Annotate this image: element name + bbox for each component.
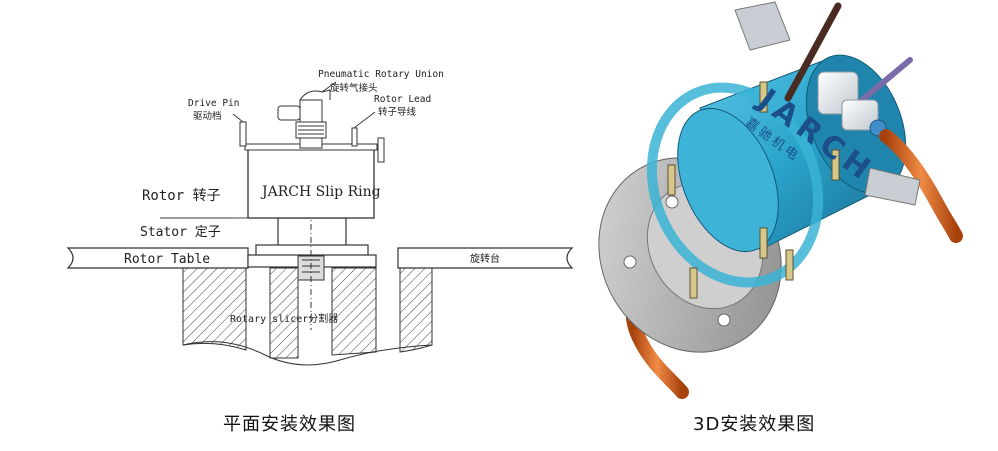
stator-label: Stator 定子 xyxy=(140,225,221,240)
leader-lines xyxy=(160,81,376,219)
top-bracket xyxy=(734,1,791,51)
copper-tube-right xyxy=(879,129,963,243)
rotor-table-label: Rotor Table xyxy=(124,252,210,267)
rotor-lead-en-label: Rotor Lead xyxy=(374,94,431,105)
brass-standoffs xyxy=(667,81,840,299)
rotor-lead-cable xyxy=(784,2,842,102)
plan-view-caption: 平面安装效果图 xyxy=(223,414,356,435)
rotor-lead-cn-label: 转子导线 xyxy=(378,106,417,118)
slip-ring-label: JARCH Slip Ring xyxy=(260,184,381,200)
rotary-slicer-label: Rotary slicer分割器 xyxy=(230,312,338,325)
rotor-label: Rotor 转子 xyxy=(142,188,221,204)
plan-view-drawing: Pneumatic Rotary Union 旋转气接头 Drive Pin 驱… xyxy=(66,69,574,366)
model-3d-view: JARCH 嘉驰机电 xyxy=(598,1,963,399)
slip-ring-body xyxy=(244,89,378,219)
rotor-table-cn-label: 旋转台 xyxy=(470,252,500,265)
model-view-caption: 3D安装效果图 xyxy=(693,414,816,435)
pneumatic-union-en-label: Pneumatic Rotary Union xyxy=(318,69,444,80)
pneumatic-union-cn-label: 旋转气接头 xyxy=(330,82,378,94)
side-bracket xyxy=(864,167,921,206)
drive-pin-en-label: Drive Pin xyxy=(188,98,239,109)
drive-pin-cn-label: 驱动档 xyxy=(193,110,222,122)
rotor-table xyxy=(66,247,574,269)
